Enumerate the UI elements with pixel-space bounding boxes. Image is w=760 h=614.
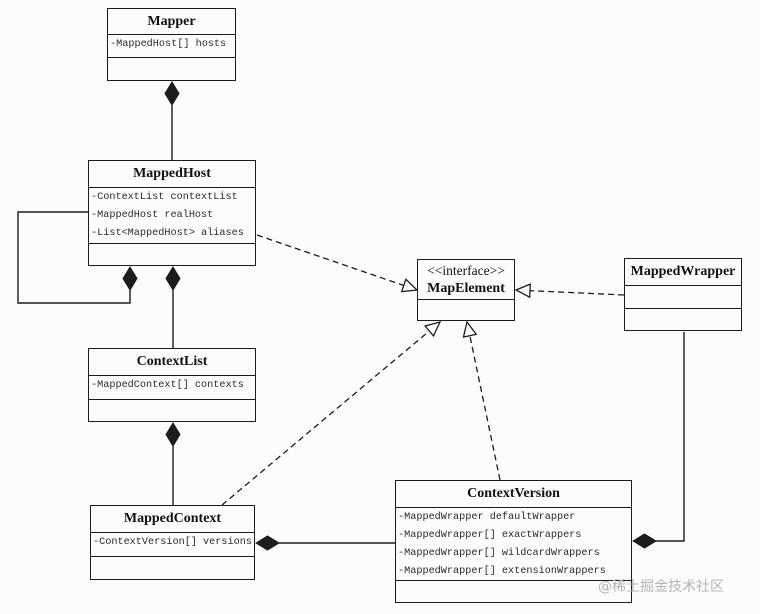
composition-diamond-icon-mappedhost-self <box>122 266 138 291</box>
composition-diamond-icon-mappedhost <box>165 266 181 291</box>
class-mapper-attributes-compartment: -MappedHost[] hosts <box>108 34 235 57</box>
realization-mappedcontext-mapelement-line <box>221 330 430 506</box>
composition-diamond-icon-mapper <box>164 81 180 106</box>
composition-diamond-icon-mappedcontext <box>255 535 280 551</box>
class-mappedwrapper-name-compartment: MappedWrapper <box>625 259 741 285</box>
class-mappedhost-attributes-compartment: -ContextList contextList -MappedHost rea… <box>89 187 255 243</box>
class-mappedhost: MappedHost -ContextList contextList -Map… <box>88 160 256 266</box>
class-contextversion: ContextVersion -MappedWrapper defaultWra… <box>395 480 632 603</box>
class-contextlist-attribute: -MappedContext[] contexts <box>91 380 244 391</box>
class-contextlist-name: ContextList <box>136 354 208 369</box>
class-mappedhost-attribute: -List<MappedHost> aliases <box>91 228 244 239</box>
class-contextversion-attribute: -MappedWrapper[] extensionWrappers <box>398 566 606 577</box>
class-mappedwrapper-attributes-compartment <box>625 285 741 308</box>
class-mapper-name-compartment: Mapper <box>108 9 235 34</box>
realization-mappedwrapper-mapelement-arrowhead-icon <box>514 283 531 299</box>
interface-stereotype: <<interface>> <box>427 262 505 278</box>
composition-diamond-icon-contextversion <box>632 533 657 549</box>
watermark-text: @稀土掘金技术社区 <box>598 579 724 595</box>
class-contextlist-operations-compartment <box>89 399 255 421</box>
class-mappedhost-attribute: -ContextList contextList <box>91 192 238 203</box>
realization-mappedwrapper-mapelement-line <box>529 289 625 296</box>
class-mappedcontext-operations-compartment <box>91 556 254 579</box>
composition-line-contextversion-mappedwrapper <box>656 332 685 542</box>
realization-mappedcontext-mapelement-arrowhead-icon <box>423 321 442 338</box>
class-contextlist-attributes-compartment: -MappedContext[] contexts <box>89 375 255 399</box>
interface-mapelement: <<interface>> MapElement <box>417 259 515 321</box>
composition-line-mappedhost-self <box>17 211 131 304</box>
composition-diamond-icon-contextlist <box>165 422 181 447</box>
class-mappedhost-operations-compartment <box>89 243 255 265</box>
class-mappedwrapper-operations-compartment <box>625 308 741 330</box>
class-mappedcontext-name: MappedContext <box>123 511 222 526</box>
realization-contextversion-mapelement-arrowhead-icon <box>462 320 478 338</box>
class-mapper: Mapper -MappedHost[] hosts <box>107 8 236 81</box>
class-contextversion-attribute: -MappedWrapper[] exactWrappers <box>398 530 582 541</box>
class-contextversion-attributes-compartment: -MappedWrapper defaultWrapper -MappedWra… <box>396 507 631 580</box>
class-mapper-operations-compartment <box>108 57 235 80</box>
class-mappedhost-name-compartment: MappedHost <box>89 161 255 187</box>
class-contextversion-attribute: -MappedWrapper defaultWrapper <box>398 512 576 523</box>
interface-mapelement-body-compartment <box>418 299 514 320</box>
class-mappedcontext-name-compartment: MappedContext <box>91 506 254 532</box>
interface-mapelement-name-compartment: <<interface>> MapElement <box>418 260 514 299</box>
class-mappedhost-name: MappedHost <box>133 166 211 181</box>
class-mappedhost-attribute: -MappedHost realHost <box>91 210 214 221</box>
class-mappedwrapper-name: MappedWrapper <box>630 264 736 279</box>
class-mapper-name: Mapper <box>147 13 196 29</box>
class-contextversion-attribute: -MappedWrapper[] wildcardWrappers <box>398 548 600 559</box>
class-mappedcontext-attributes-compartment: -ContextVersion[] versions <box>91 532 254 556</box>
class-contextversion-name-compartment: ContextVersion <box>396 481 631 507</box>
class-contextversion-name: ContextVersion <box>467 486 560 501</box>
class-contextlist-name-compartment: ContextList <box>89 349 255 375</box>
class-mappedwrapper: MappedWrapper <box>624 258 742 331</box>
interface-mapelement-name: MapElement <box>427 280 505 296</box>
class-contextversion-operations-compartment <box>396 580 631 602</box>
realization-contextversion-mapelement-line <box>469 335 501 481</box>
realization-mappedhost-mapelement-arrowhead-icon <box>400 278 419 293</box>
realization-mappedhost-mapelement-line <box>256 234 404 287</box>
class-mappedcontext: MappedContext -ContextVersion[] versions <box>90 505 255 580</box>
class-contextlist: ContextList -MappedContext[] contexts <box>88 348 256 422</box>
class-mapper-attribute: -MappedHost[] hosts <box>110 39 227 50</box>
class-mappedcontext-attribute: -ContextVersion[] versions <box>93 537 252 548</box>
